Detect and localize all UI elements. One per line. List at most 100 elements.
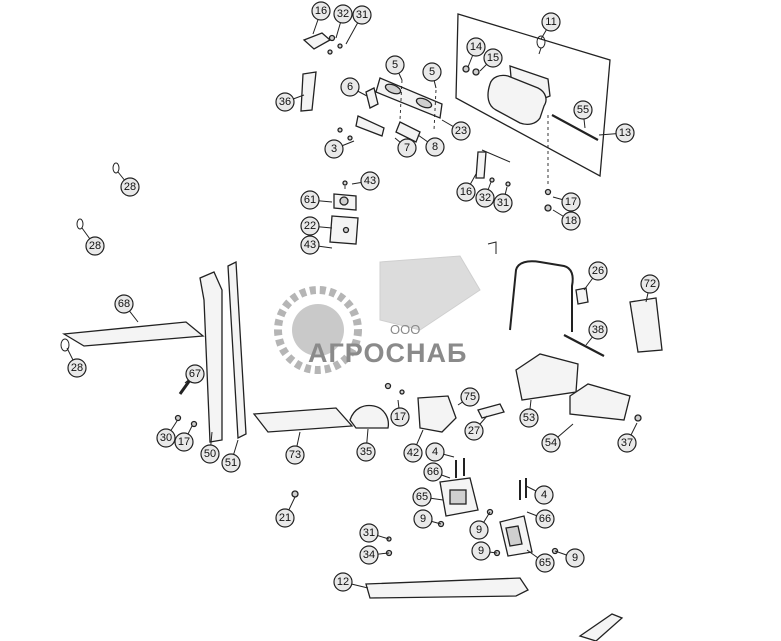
callout-c9c: 9: [471, 541, 498, 561]
callout-bubble: [221, 453, 241, 473]
clip-part-26: [575, 287, 589, 305]
callout-label: 8: [432, 141, 438, 153]
callout-c28a: 28: [117, 171, 140, 197]
callout-label: 66: [427, 466, 439, 478]
callout-bubble: [535, 553, 555, 573]
callout-label: 22: [304, 220, 316, 232]
callout-c55: 55: [573, 100, 593, 129]
callout-c6: 6: [340, 77, 368, 97]
callout-bubble: [300, 235, 320, 255]
callout-label: 54: [545, 437, 557, 449]
ring-part-28b: [76, 218, 84, 230]
callout-c61: 61: [300, 190, 333, 210]
callout-bubble: [565, 548, 585, 568]
callout-bubble: [561, 192, 581, 212]
callout-c8: 8: [417, 134, 445, 157]
callout-bubble: [573, 100, 593, 120]
callout-c67: 67: [184, 364, 205, 384]
callout-label: 26: [592, 265, 604, 277]
callout-c17a: 17: [552, 192, 581, 212]
callout-bubble: [471, 541, 491, 561]
callout-bubble: [352, 5, 372, 25]
callout-label: 23: [455, 125, 467, 137]
callout-bubble: [451, 121, 471, 141]
callout-bubble: [156, 428, 176, 448]
callout-c4a: 4: [425, 442, 455, 462]
callout-label: 3: [331, 143, 337, 155]
callout-bubble: [403, 443, 423, 463]
callout-label: 31: [497, 197, 509, 209]
cover-part-35: [349, 404, 390, 429]
callout-c11: 11: [540, 12, 561, 40]
callout-c4b: 4: [525, 485, 554, 505]
callout-bubble: [460, 387, 480, 407]
callout-bubble: [464, 421, 484, 441]
callout-c31a: 31: [345, 5, 372, 45]
callout-c15: 15: [479, 48, 503, 72]
tray-part-54: [569, 383, 631, 421]
callout-bubble: [340, 77, 360, 97]
callout-bubble: [617, 433, 637, 453]
callout-c17b: 17: [390, 399, 410, 427]
callout-bubble: [114, 294, 134, 314]
callout-c73: 73: [285, 431, 305, 465]
rail-part-12: [365, 577, 529, 599]
callout-label: 42: [407, 447, 419, 459]
fastener-part-17c: [190, 420, 198, 428]
callout-bubble: [541, 433, 561, 453]
callout-bubble: [300, 190, 320, 210]
mount-part-65-right: [493, 478, 559, 557]
callout-c65a: 65: [412, 487, 444, 507]
mat-part-73: [252, 407, 354, 433]
callout-label: 9: [478, 545, 484, 557]
fastener-part-30: [174, 414, 182, 422]
callout-c18: 18: [552, 209, 581, 231]
callout-c75: 75: [457, 387, 480, 407]
callout-label: 43: [364, 175, 376, 187]
bracket-part-22: [329, 180, 497, 254]
callout-bubble: [475, 188, 495, 208]
callout-c9a: 9: [413, 509, 442, 529]
fastener-part-17b: [384, 382, 392, 390]
callout-bubble: [588, 261, 608, 281]
callout-c42: 42: [403, 429, 424, 463]
callout-c21: 21: [275, 496, 296, 528]
callout-bubble: [324, 139, 344, 159]
callout-c30: 30: [156, 420, 178, 448]
callout-c26: 26: [583, 261, 608, 291]
callout-c23: 23: [441, 119, 471, 141]
lamp-part-23: [337, 77, 443, 143]
shelf-part-68: [61, 321, 205, 347]
callout-bubble: [541, 12, 561, 32]
callout-label: 17: [394, 411, 406, 423]
callout-label: 16: [315, 5, 327, 17]
fastener-part-21: [291, 490, 299, 498]
callout-label: 38: [592, 324, 604, 336]
callout-c51: 51: [221, 439, 241, 473]
callout-label: 9: [420, 513, 426, 525]
callout-label: 34: [363, 549, 375, 561]
callout-c43b: 43: [300, 235, 333, 255]
callout-bubble: [425, 137, 445, 157]
callout-c43a: 43: [351, 171, 380, 191]
callout-bubble: [385, 55, 405, 75]
callout-bubble: [534, 485, 554, 505]
callout-label: 28: [71, 362, 83, 374]
callout-bubble: [588, 320, 608, 340]
callout-label: 65: [416, 491, 428, 503]
callout-c50: 50: [200, 431, 220, 464]
callout-label: 50: [204, 448, 216, 460]
panel-part-72: [629, 297, 663, 353]
callout-c17c: 17: [174, 425, 194, 452]
callout-label: 11: [545, 16, 556, 28]
callout-bubble: [275, 508, 295, 528]
callout-c14: 14: [466, 37, 486, 68]
callout-label: 13: [619, 127, 631, 139]
plate-part-27: [477, 403, 505, 419]
callout-label: 7: [404, 142, 410, 154]
callout-bubble: [285, 445, 305, 465]
callout-c5a: 5: [385, 55, 405, 81]
